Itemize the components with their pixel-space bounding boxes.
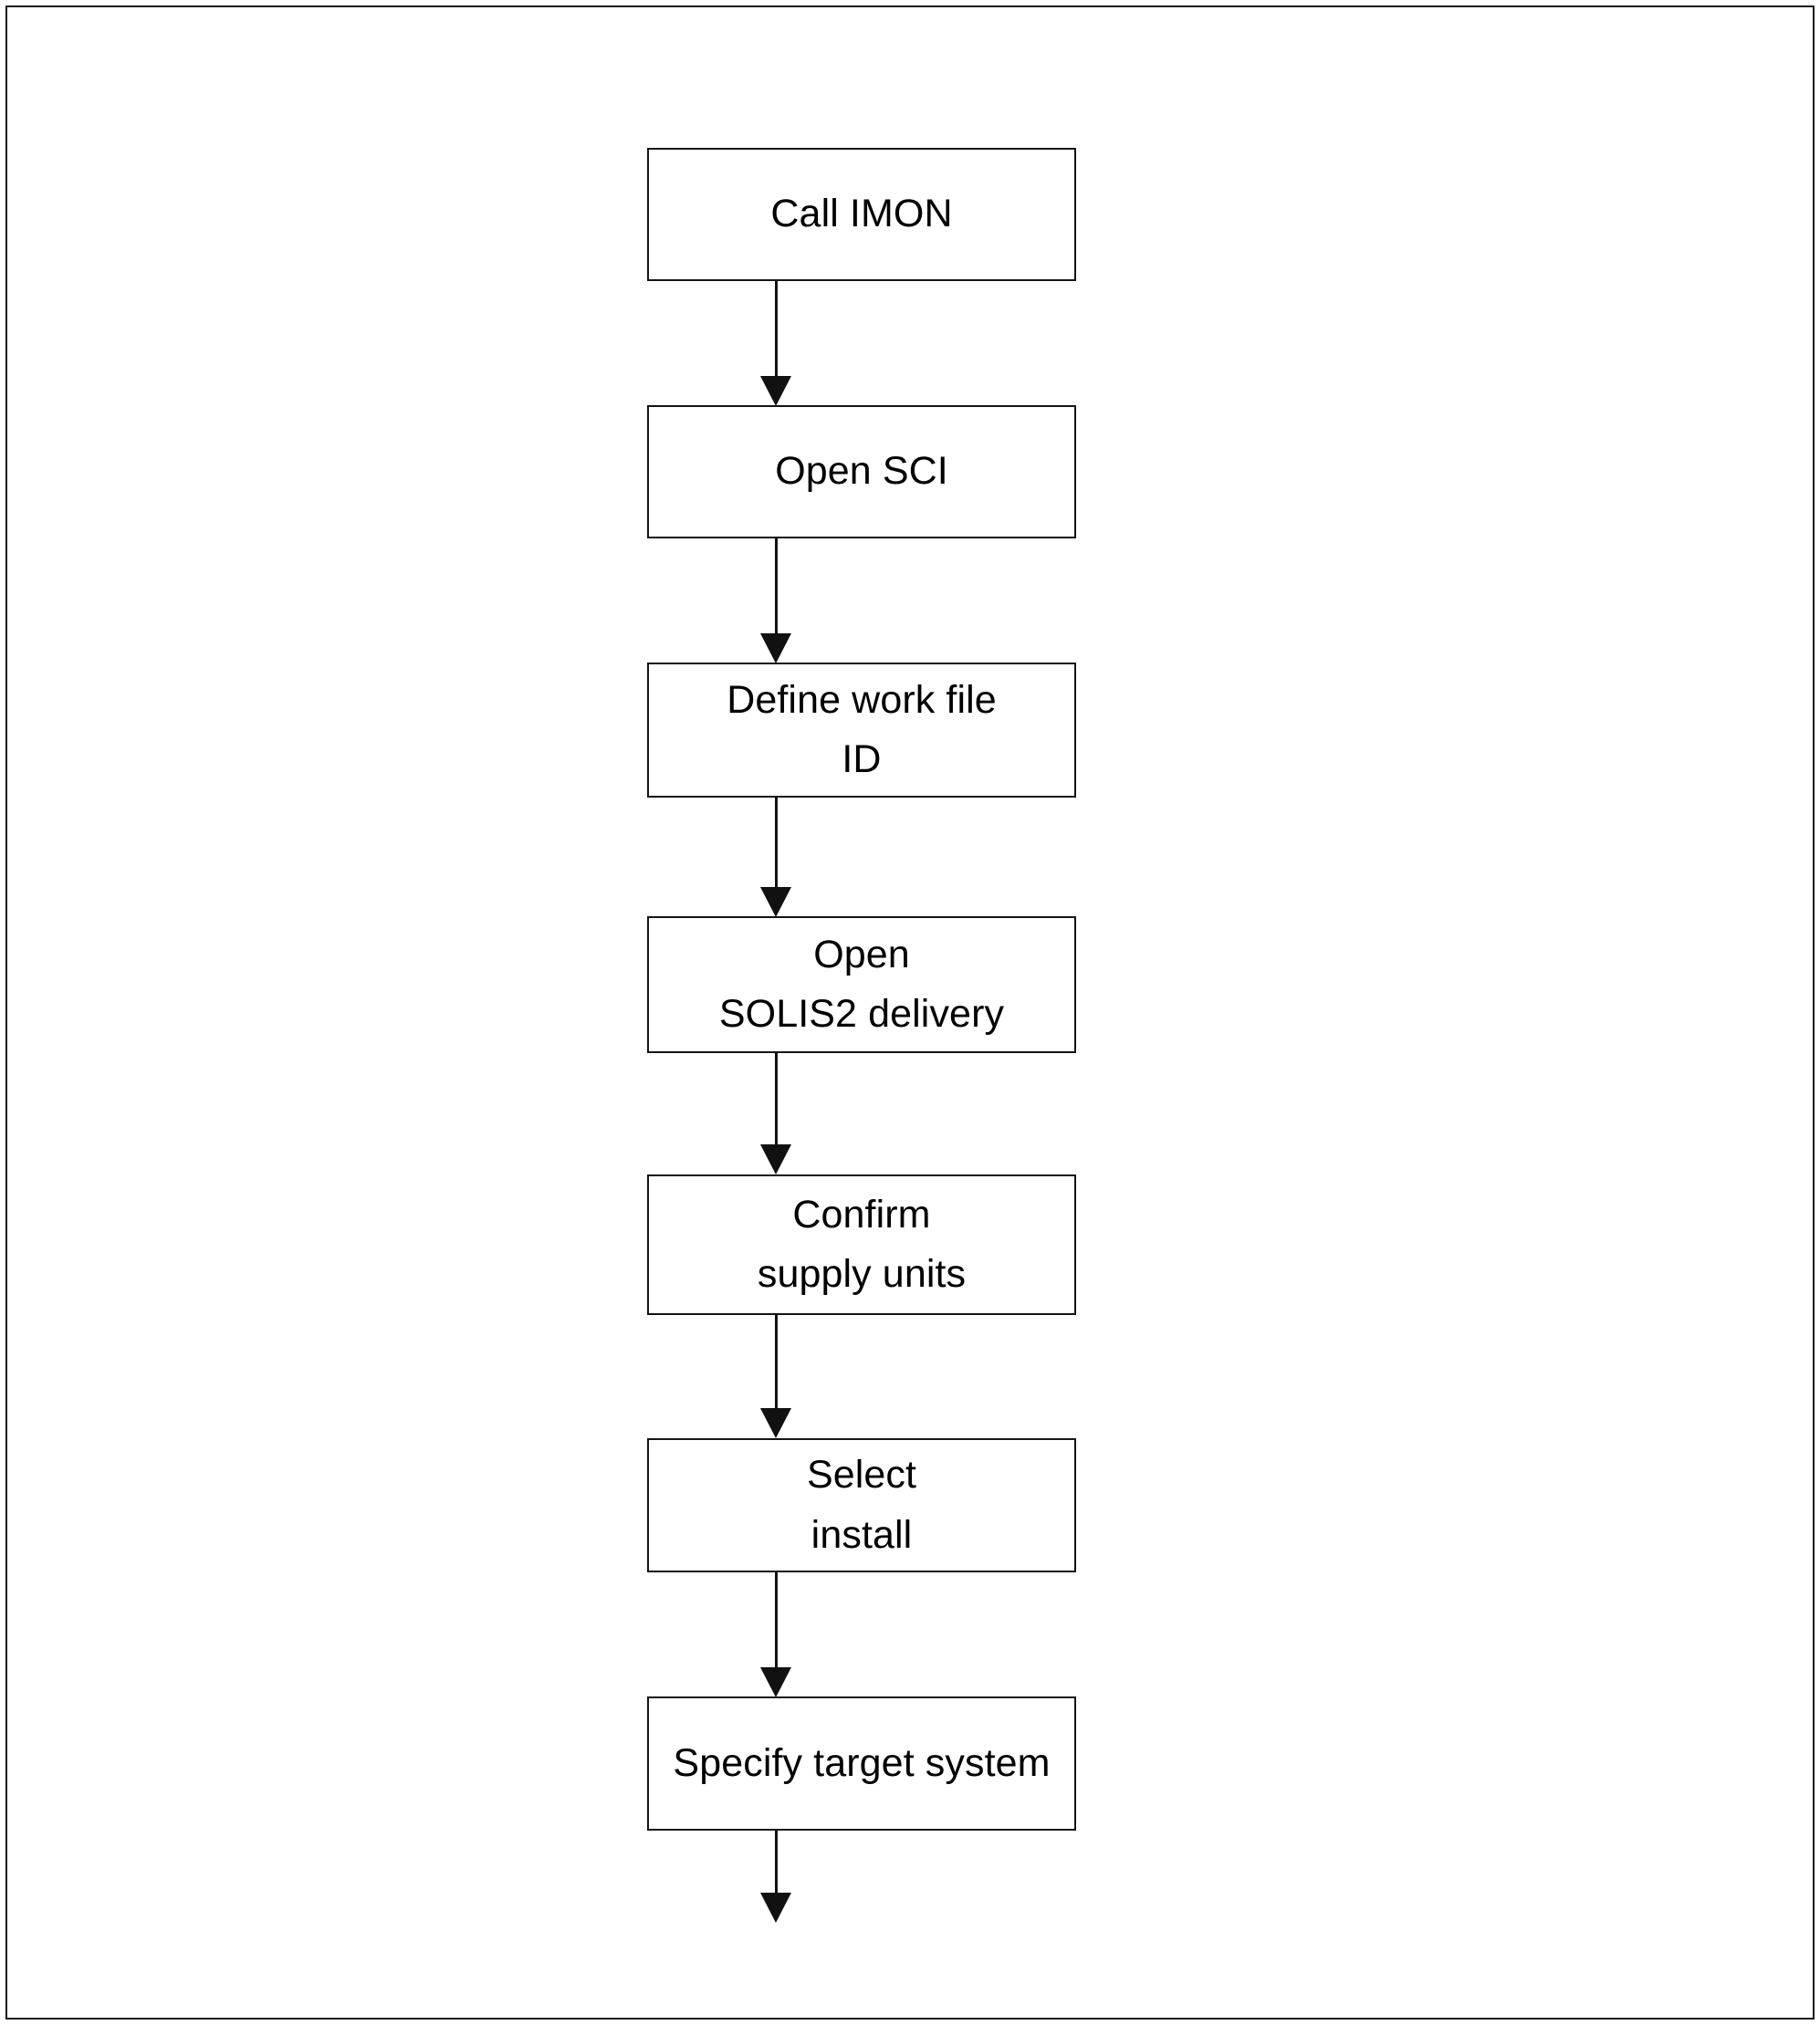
flow-edge-arrowhead-1: [760, 376, 791, 406]
flow-node-label: Call IMON: [770, 192, 953, 236]
flow-edge-arrowhead-6: [760, 1667, 791, 1697]
flow-node-label: Open SCI: [775, 449, 948, 494]
flow-node-label-line-2: install: [811, 1512, 913, 1557]
flow-node-specify-target-system[interactable]: Specify target system: [647, 1696, 1076, 1831]
flow-edge-arrowhead-7: [760, 1893, 791, 1923]
flow-edge-arrowhead-5: [760, 1408, 791, 1438]
flow-node-call-imon[interactable]: Call IMON: [647, 148, 1076, 281]
flow-node-select-install[interactable]: Select install: [647, 1438, 1076, 1572]
flow-edge-line-4: [775, 1053, 778, 1148]
flow-edge-arrowhead-4: [760, 1144, 791, 1174]
diagram-frame: Call IMON Open SCI Define work file ID O…: [5, 5, 1815, 2020]
flow-edge-line-6: [775, 1572, 778, 1671]
flow-node-label-line-1: Confirm: [792, 1192, 931, 1237]
flow-node-label-line-1: Select: [806, 1453, 917, 1498]
flow-node-label-line-2: supply units: [757, 1252, 967, 1296]
flow-node-open-solis2-delivery[interactable]: Open SOLIS2 delivery: [647, 916, 1076, 1053]
flow-node-label-line-1: Open: [813, 932, 910, 976]
flow-node-label-line-1: Define work file: [727, 677, 997, 722]
flow-edge-line-7: [775, 1831, 778, 1896]
flow-node-label-line-2: ID: [842, 737, 882, 781]
flow-edge-arrowhead-2: [760, 633, 791, 663]
flow-node-define-work-file-id[interactable]: Define work file ID: [647, 663, 1076, 798]
flow-edge-line-2: [775, 538, 778, 637]
flow-edge-line-5: [775, 1315, 778, 1412]
flow-node-confirm-supply-units[interactable]: Confirm supply units: [647, 1174, 1076, 1315]
flow-node-label-line-2: SOLIS2 delivery: [718, 992, 1005, 1036]
flow-edge-line-1: [775, 281, 778, 380]
flow-node-open-sci[interactable]: Open SCI: [647, 405, 1076, 538]
flow-edge-line-3: [775, 798, 778, 891]
flow-edge-arrowhead-3: [760, 887, 791, 917]
flow-node-label: Specify target system: [673, 1740, 1051, 1785]
